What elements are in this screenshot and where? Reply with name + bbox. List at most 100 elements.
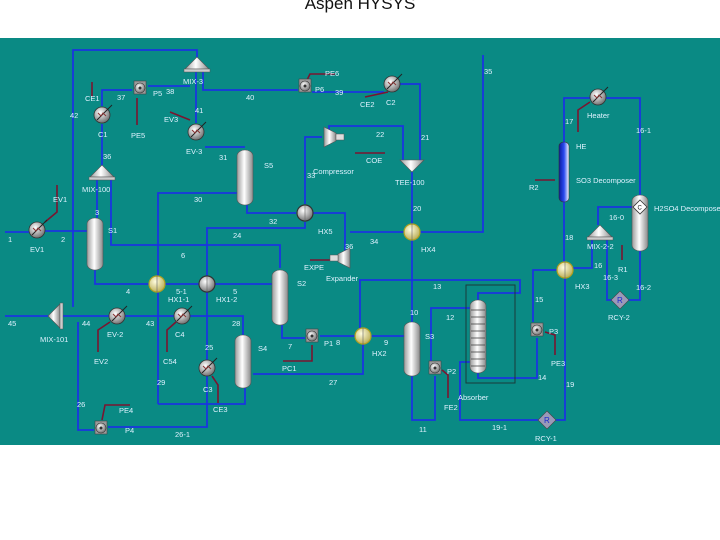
label-s4: S4 bbox=[258, 344, 267, 353]
material-stream-line[interactable] bbox=[359, 279, 521, 336]
cooler-c4[interactable] bbox=[173, 305, 193, 325]
material-stream-line[interactable] bbox=[246, 205, 296, 214]
recycle-rcy-1[interactable]: R bbox=[537, 410, 557, 430]
separator-s3[interactable] bbox=[403, 321, 421, 377]
energy-stream-line[interactable] bbox=[101, 404, 130, 421]
material-stream-line[interactable] bbox=[101, 89, 132, 106]
material-stream-line[interactable] bbox=[628, 250, 641, 301]
material-stream-line[interactable] bbox=[202, 72, 298, 91]
energy-stream-line[interactable] bbox=[577, 101, 591, 132]
label-pe3: PE3 bbox=[551, 359, 565, 368]
compressor[interactable] bbox=[323, 126, 345, 148]
label-ev1-valve: EV1 bbox=[30, 245, 44, 254]
pump-p1[interactable] bbox=[305, 328, 319, 343]
label-rcy-1: RCY-1 bbox=[535, 434, 557, 443]
material-stream-line[interactable] bbox=[94, 270, 149, 285]
mixer-mix-3[interactable] bbox=[183, 56, 211, 73]
label-heater: Heater bbox=[587, 111, 610, 120]
mixer-mix-101[interactable] bbox=[47, 302, 64, 330]
tee-100[interactable] bbox=[399, 159, 425, 173]
energy-stream-line[interactable] bbox=[166, 321, 177, 352]
label-stream-40: 40 bbox=[246, 93, 254, 102]
material-stream-line[interactable] bbox=[110, 178, 281, 268]
energy-stream-line[interactable] bbox=[364, 91, 389, 98]
heat-exchanger-hx1-1[interactable] bbox=[148, 275, 166, 293]
pump-p2[interactable] bbox=[428, 360, 442, 375]
material-stream-line[interactable] bbox=[157, 192, 238, 404]
material-stream-line[interactable] bbox=[459, 361, 539, 421]
label-stream-28: 28 bbox=[232, 319, 240, 328]
flowsheet-canvas[interactable] bbox=[0, 38, 720, 445]
mixer-mix-2-2[interactable] bbox=[586, 224, 614, 241]
energy-stream-line[interactable] bbox=[544, 331, 556, 355]
material-stream-line[interactable] bbox=[304, 136, 322, 204]
valve-ev1[interactable] bbox=[28, 219, 48, 239]
label-stream-16-1: 16-1 bbox=[636, 126, 651, 135]
energy-stream-line[interactable] bbox=[283, 345, 313, 362]
label-stream-5-1: 5-1 bbox=[176, 287, 187, 296]
material-stream-line[interactable] bbox=[313, 212, 346, 252]
material-stream-line[interactable] bbox=[606, 97, 641, 195]
heat-exchanger-hx2[interactable] bbox=[354, 327, 372, 345]
label-stream-20: 20 bbox=[413, 204, 421, 213]
heater[interactable] bbox=[589, 86, 609, 106]
heat-exchanger-hx5[interactable] bbox=[296, 204, 314, 222]
material-stream-line[interactable] bbox=[477, 338, 538, 379]
pump-p3[interactable] bbox=[530, 322, 544, 337]
material-stream-line[interactable] bbox=[573, 240, 593, 269]
pump-p5[interactable] bbox=[133, 80, 147, 95]
heat-exchanger-hx4[interactable] bbox=[403, 223, 421, 241]
expander[interactable] bbox=[329, 247, 351, 269]
label-stream-4: 4 bbox=[126, 287, 130, 296]
label-he: HE bbox=[576, 142, 586, 151]
material-stream-line[interactable] bbox=[420, 55, 484, 233]
material-stream-line[interactable] bbox=[555, 278, 566, 421]
energy-stream-line[interactable] bbox=[97, 321, 111, 352]
recycle-icon: R bbox=[544, 416, 550, 425]
material-stream-line[interactable] bbox=[430, 307, 470, 362]
material-stream-line[interactable] bbox=[158, 388, 246, 405]
material-stream-line[interactable] bbox=[400, 83, 421, 160]
label-stream-8: 8 bbox=[336, 338, 340, 347]
material-stream-line[interactable] bbox=[253, 344, 364, 375]
pump-p6[interactable] bbox=[298, 78, 312, 93]
material-stream-line[interactable] bbox=[597, 206, 633, 225]
label-stream-21: 21 bbox=[421, 133, 429, 142]
energy-stream-line[interactable] bbox=[211, 375, 219, 403]
separator-s1[interactable] bbox=[86, 217, 104, 271]
cooler-c2[interactable] bbox=[383, 73, 403, 93]
separator-s2[interactable] bbox=[271, 269, 289, 326]
energy-stream-line[interactable] bbox=[169, 111, 191, 121]
energy-stream-line[interactable] bbox=[44, 185, 58, 223]
material-stream-line[interactable] bbox=[411, 375, 436, 421]
label-stream-26: 26 bbox=[77, 400, 85, 409]
material-stream-line[interactable] bbox=[77, 322, 94, 431]
cooler-c1[interactable] bbox=[93, 104, 113, 124]
material-stream-line[interactable] bbox=[206, 222, 306, 277]
material-stream-line[interactable] bbox=[606, 240, 612, 301]
label-so3-decomposer: SO3 Decomposer bbox=[576, 176, 636, 185]
label-stream-25: 25 bbox=[205, 343, 213, 352]
pump-p4[interactable] bbox=[94, 420, 108, 435]
recycle-rcy-2[interactable]: R bbox=[610, 290, 630, 310]
heat-exchanger-hx1-2[interactable] bbox=[198, 275, 216, 293]
absorber-column[interactable] bbox=[465, 284, 516, 384]
label-stream-41: 41 bbox=[195, 106, 203, 115]
material-stream-line[interactable] bbox=[563, 97, 590, 145]
cooler-c3[interactable] bbox=[198, 357, 218, 377]
valve-ev-2[interactable] bbox=[108, 305, 128, 325]
material-stream-line[interactable] bbox=[72, 49, 198, 307]
label-c3: C3 bbox=[203, 385, 213, 394]
mixer-mix-100[interactable] bbox=[88, 164, 116, 181]
separator-s5[interactable] bbox=[236, 149, 254, 206]
energy-stream-line[interactable] bbox=[441, 369, 449, 398]
separator-s4[interactable] bbox=[234, 334, 252, 389]
heat-exchanger-hx3[interactable] bbox=[556, 261, 574, 279]
material-stream-line[interactable] bbox=[281, 325, 305, 339]
h2so4-decomposer-reactor[interactable]: C bbox=[631, 194, 649, 252]
valve-ev-3[interactable] bbox=[187, 121, 207, 141]
so3-decomposer-reactor[interactable] bbox=[558, 141, 570, 203]
material-stream-line[interactable] bbox=[328, 125, 404, 160]
material-stream-line[interactable] bbox=[108, 376, 208, 428]
material-stream-line[interactable] bbox=[532, 269, 557, 322]
